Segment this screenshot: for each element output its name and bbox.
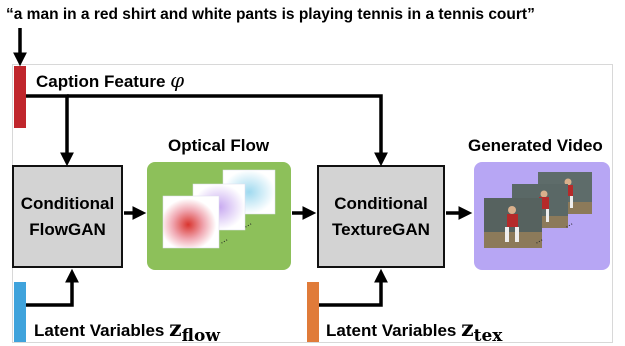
flowgan-line1: Conditional (20, 193, 115, 213)
latent-flow-subscript: flow (181, 326, 220, 346)
latent-tex-label: Latent Variables ztex (326, 316, 502, 346)
arrow-feature-to-flowgan (26, 94, 74, 167)
latent-tex-text: Latent Variables (326, 321, 457, 340)
caption-feature-text: Caption Feature (36, 72, 166, 91)
caption-feature-symbol: φ (170, 68, 185, 92)
texturegan-line1: Conditional (334, 193, 428, 213)
flow-frame-1 (162, 195, 220, 249)
video-frame-1 (484, 198, 542, 248)
generated-video-label: Generated Video (468, 136, 603, 155)
texturegan-line2: TextureGAN (332, 219, 430, 239)
latent-tex-bar (307, 282, 319, 342)
latent-flow-symbol: z (169, 316, 182, 342)
generated-video-image: ... ... (474, 162, 610, 270)
video-frames: ... ... (484, 172, 592, 248)
latent-flow-label: Latent Variables zflow (34, 316, 220, 346)
caption-feature-bar (14, 66, 26, 128)
optical-flow-image: ... ... (147, 162, 291, 270)
arrow-feature-to-texturegan (67, 94, 388, 167)
arrow-latentflow-to-flowgan (26, 268, 79, 307)
latent-tex-symbol: z (461, 316, 474, 342)
texturegan-box: Conditional TextureGAN (317, 165, 445, 268)
optical-flow-label: Optical Flow (168, 136, 270, 155)
caption-feature-label: Caption Feature φ (36, 68, 184, 92)
latent-tex-subscript: tex (473, 326, 503, 346)
latent-flow-text: Latent Variables (34, 321, 165, 340)
arrow-latenttex-to-texturegan (319, 268, 388, 307)
caption-text: “a man in a red shirt and white pants is… (6, 6, 535, 23)
flowgan-line2: FlowGAN (29, 219, 106, 239)
latent-flow-bar (14, 282, 26, 342)
optical-flow-frames: ... ... (162, 169, 276, 249)
